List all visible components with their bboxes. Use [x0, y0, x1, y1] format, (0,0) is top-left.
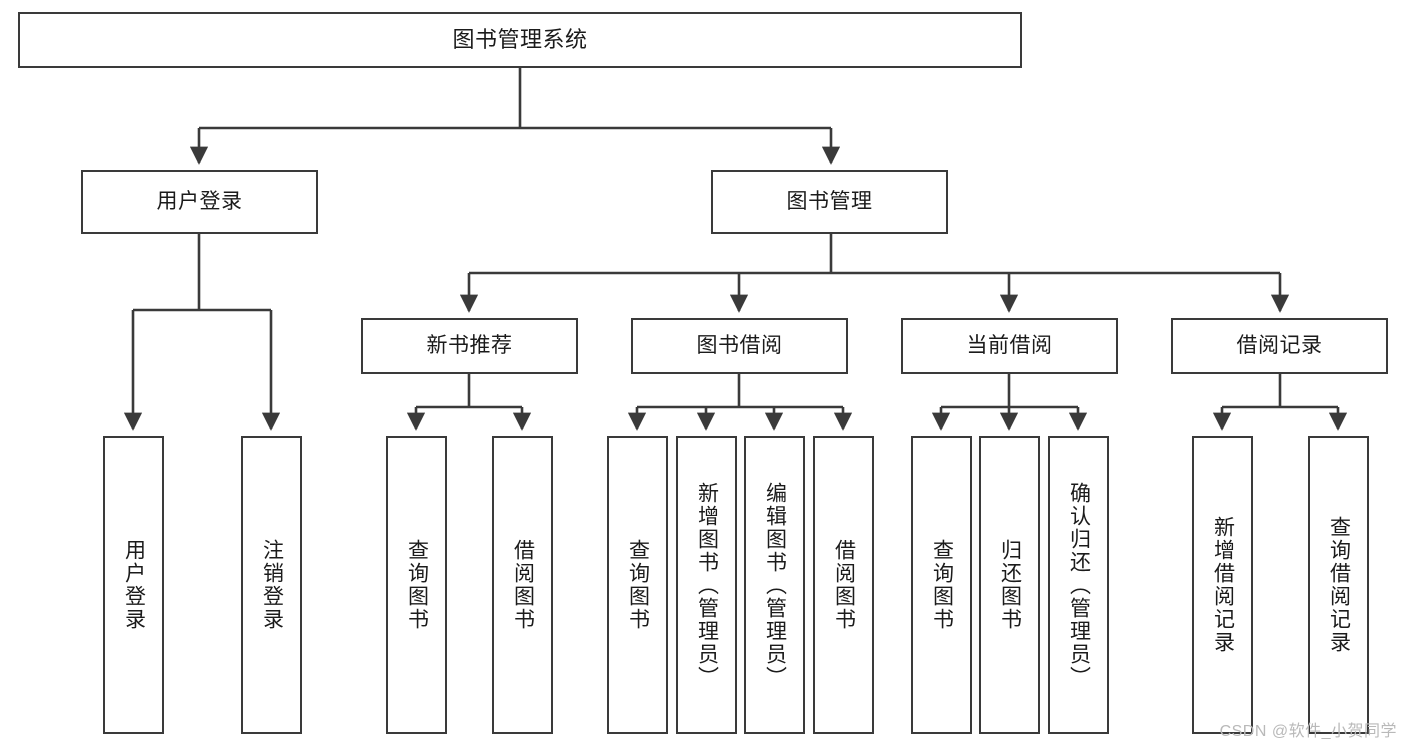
leaf-borrow-record-add[interactable]: 新增借阅记录 — [1192, 436, 1253, 734]
leaf-user-login-logout[interactable]: 注销登录 — [241, 436, 302, 734]
leaf-current-borrow-query-label: 查询图书 — [930, 539, 954, 631]
node-root-system-label: 图书管理系统 — [452, 27, 588, 53]
leaf-new-book-query-label: 查询图书 — [405, 539, 429, 631]
leaf-book-borrow-query-label: 查询图书 — [626, 539, 650, 631]
leaf-book-borrow-add-label: 新增图书（管理员） — [695, 481, 719, 689]
leaf-user-login-logout-label: 注销登录 — [260, 539, 284, 631]
leaf-borrow-record-query[interactable]: 查询借阅记录 — [1308, 436, 1369, 734]
leaf-book-borrow-add[interactable]: 新增图书（管理员） — [676, 436, 737, 734]
node-book-management[interactable]: 图书管理 — [711, 170, 948, 234]
watermark-text: CSDN @软件_小贺同学 — [1219, 723, 1397, 740]
leaf-new-book-borrow-label: 借阅图书 — [511, 539, 535, 631]
leaf-book-borrow-edit-label: 编辑图书（管理员） — [763, 481, 787, 689]
leaf-current-borrow-return-label: 归还图书 — [998, 539, 1022, 631]
leaf-new-book-borrow[interactable]: 借阅图书 — [492, 436, 553, 734]
leaf-current-borrow-query[interactable]: 查询图书 — [911, 436, 972, 734]
node-user-login[interactable]: 用户登录 — [81, 170, 318, 234]
node-book-borrow-label: 图书借阅 — [696, 333, 783, 357]
leaf-current-borrow-return[interactable]: 归还图书 — [979, 436, 1040, 734]
leaf-new-book-query[interactable]: 查询图书 — [386, 436, 447, 734]
leaf-user-login-login[interactable]: 用户登录 — [103, 436, 164, 734]
node-current-borrow[interactable]: 当前借阅 — [901, 318, 1118, 374]
node-current-borrow-label: 当前借阅 — [966, 333, 1053, 357]
leaf-borrow-record-query-label: 查询借阅记录 — [1327, 516, 1351, 654]
leaf-book-borrow-borrow-label: 借阅图书 — [832, 539, 856, 631]
node-new-book-recommend[interactable]: 新书推荐 — [361, 318, 578, 374]
node-book-borrow[interactable]: 图书借阅 — [631, 318, 848, 374]
leaf-book-borrow-edit[interactable]: 编辑图书（管理员） — [744, 436, 805, 734]
leaf-borrow-record-add-label: 新增借阅记录 — [1211, 516, 1235, 654]
leaf-current-borrow-confirm-return-label: 确认归还（管理员） — [1067, 481, 1091, 689]
node-borrow-record[interactable]: 借阅记录 — [1171, 318, 1388, 374]
node-new-book-recommend-label: 新书推荐 — [426, 333, 513, 357]
node-user-login-label: 用户登录 — [156, 189, 243, 213]
node-book-management-label: 图书管理 — [786, 189, 873, 213]
node-root-system[interactable]: 图书管理系统 — [18, 12, 1022, 68]
node-borrow-record-label: 借阅记录 — [1236, 333, 1323, 357]
leaf-book-borrow-query[interactable]: 查询图书 — [607, 436, 668, 734]
leaf-book-borrow-borrow[interactable]: 借阅图书 — [813, 436, 874, 734]
leaf-current-borrow-confirm-return[interactable]: 确认归还（管理员） — [1048, 436, 1109, 734]
leaf-user-login-login-label: 用户登录 — [122, 539, 146, 631]
